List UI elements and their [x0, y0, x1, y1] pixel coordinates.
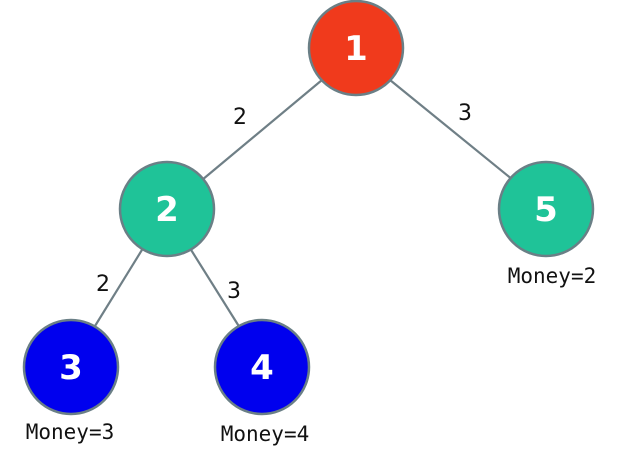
- node-4: 4: [213, 318, 311, 416]
- node-1-circle: [307, 0, 405, 97]
- node-5: 5: [497, 160, 595, 258]
- edge-weight-2-4: 3: [227, 279, 241, 304]
- node-2: 2: [118, 160, 216, 258]
- node-2-label: 2: [155, 190, 179, 230]
- node-3-circle: [22, 318, 120, 416]
- node-1-label: 1: [344, 29, 368, 69]
- edge-weight-1-2: 2: [233, 105, 247, 130]
- edge-weight-1-5: 3: [458, 101, 472, 126]
- node-5-circle: [497, 160, 595, 258]
- edge-2-3: [94, 244, 146, 327]
- money-label-node-5: Money=2: [508, 264, 597, 288]
- node-3-label: 3: [59, 348, 83, 388]
- node-5-label: 5: [534, 190, 558, 230]
- edge-2-4: [187, 244, 241, 329]
- node-2-circle: [118, 160, 216, 258]
- money-label-node-4: Money=4: [221, 422, 310, 446]
- node-4-circle: [213, 318, 311, 416]
- edge-1-5: [389, 79, 514, 181]
- edge-1-2: [201, 79, 323, 181]
- money-label-node-3: Money=3: [26, 420, 115, 444]
- node-4-label: 4: [250, 348, 274, 388]
- edge-weight-2-3: 2: [96, 272, 110, 297]
- node-3: 3: [22, 318, 120, 416]
- node-1: 1: [307, 0, 405, 97]
